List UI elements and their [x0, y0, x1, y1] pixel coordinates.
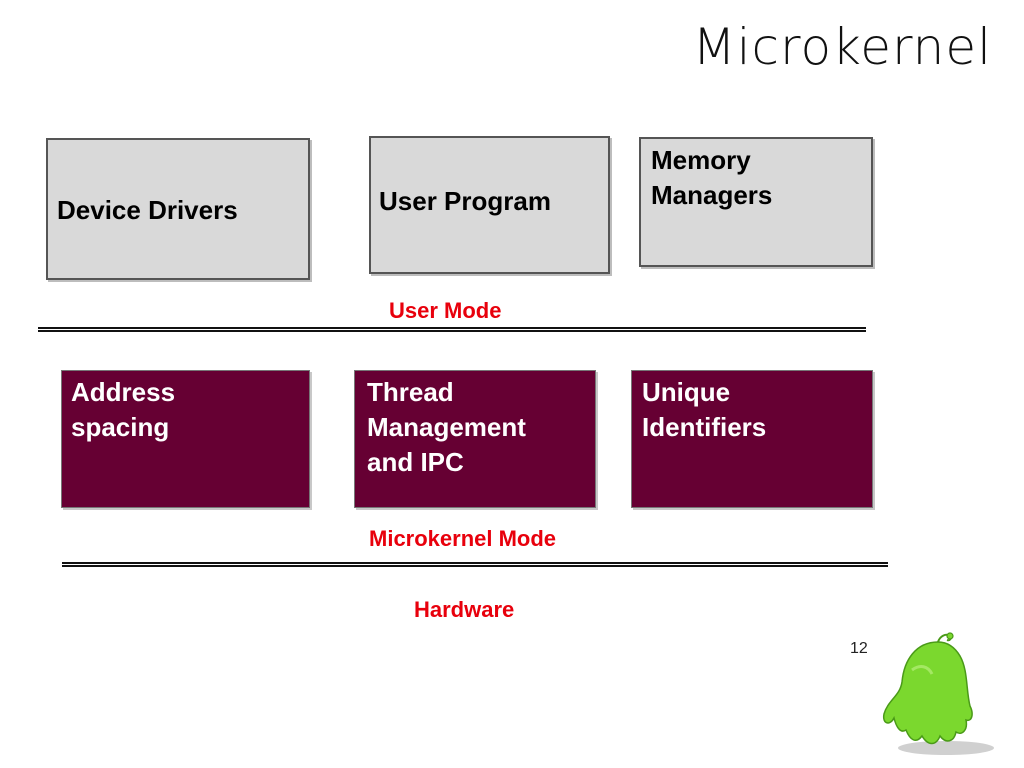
- memory-managers-box: Memory Managers: [639, 137, 873, 267]
- thread-management-box: Thread Management and IPC: [354, 370, 596, 508]
- thread-management-label: Thread Management and IPC: [367, 377, 526, 477]
- address-spacing-box: Address spacing: [61, 370, 310, 508]
- user-mode-label: User Mode: [389, 298, 502, 323]
- green-ghost-mascot-icon: [882, 632, 994, 755]
- kernel-hardware-divider: [62, 562, 888, 567]
- memory-managers-label: Memory Managers: [651, 145, 773, 210]
- device-drivers-box: Device Drivers: [46, 138, 310, 280]
- user-program-label: User Program: [379, 186, 551, 216]
- unique-identifiers-label: Unique Identifiers: [642, 377, 767, 442]
- hardware-label: Hardware: [414, 597, 515, 622]
- slide-title: Microkernel: [692, 18, 992, 76]
- page-number: 12: [850, 640, 868, 657]
- unique-identifiers-box: Unique Identifiers: [631, 370, 873, 508]
- device-drivers-label: Device Drivers: [57, 195, 238, 225]
- address-spacing-label: Address spacing: [71, 377, 176, 442]
- user-kernel-divider: [38, 327, 866, 332]
- microkernel-mode-label: Microkernel Mode: [369, 526, 557, 551]
- user-program-box: User Program: [369, 136, 610, 274]
